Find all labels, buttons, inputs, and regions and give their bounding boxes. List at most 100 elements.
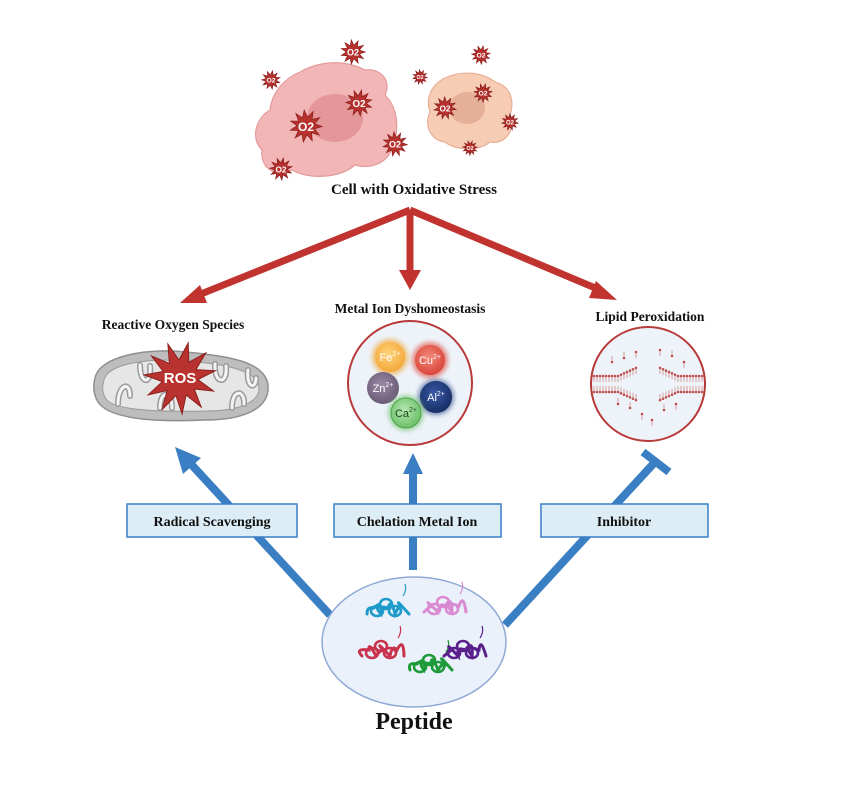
lipid-molecule [688,386,692,394]
lipid-molecule [694,374,698,382]
superoxide-star-icon [470,45,492,66]
superoxide-label: O2 [298,120,314,134]
lipid-molecule [616,386,620,394]
superoxide-label: O2 [275,164,286,174]
lipid-molecule [685,374,689,382]
mechanism-inhibitor-label: Inhibitor [597,515,651,530]
peptide-tail [459,581,464,595]
lipid-molecule [601,386,605,394]
lipid-molecule [697,386,701,394]
lipid-molecule [634,366,638,374]
lipid-molecule [631,392,635,401]
superoxide-star-icon [268,157,294,182]
ion-al: Al2+ [418,379,454,415]
superoxide-label: O2 [352,99,366,110]
cell-stress-title: Cell with Oxidative Stress [331,182,497,198]
lipid-molecule [662,404,666,412]
mechanism-chelation-label: Chelation Metal Ion [357,515,478,530]
peptide-loop [421,653,437,667]
lipid-molecule [634,350,638,358]
peptide-loop [455,639,471,653]
peptide-tail [397,625,402,639]
superoxide-star-icon [411,68,429,86]
peptide-arrows [175,447,672,628]
lipid-molecule [604,374,608,382]
peptide-loop [412,660,428,674]
ion-cu-label: Cu2+ [419,354,441,367]
peptide-loop [426,602,442,616]
peptide-inhibit-bar [640,448,672,476]
superoxide-star-icon [472,83,494,104]
lipid-molecule [631,367,635,376]
lipid-molecule [607,374,611,382]
lipid-molecule [691,386,695,394]
peptide-inhibit-line [502,459,658,628]
lipid-molecule [625,390,629,398]
mitochondrion-illustration: ROS [93,341,269,422]
lipid-molecule [628,369,632,377]
stress-arrow-ros [194,206,412,300]
ion-fe-label: Fe2+ [380,351,401,364]
cell-left-nucleus [307,94,363,142]
lipid-molecule [595,374,599,382]
lipid-molecule [601,374,605,382]
lipid-molecule [676,386,680,394]
mechanism-box-inhibitor: Inhibitor [540,503,709,538]
superoxide-star-icon [461,140,479,157]
superoxide-star-icon [260,69,281,91]
lipid-molecule [622,352,626,360]
superoxide-star-icon [344,88,373,118]
peptide-arrow-chelation-head [403,453,423,474]
lipid-molecule [670,350,674,358]
ion-cu: Cu2+ [412,342,448,378]
cell-right-nucleus [449,92,485,124]
peptide-loop [373,639,389,653]
superoxide-star-icon [432,95,458,120]
peptide-label: Peptide [375,709,453,735]
lipid-molecule [619,387,623,395]
stress-arrow-lipid [408,206,602,294]
superoxide-label: O2 [416,75,423,81]
superoxide-star-icon [289,108,324,144]
ion-fe: Fe2+ [372,339,408,375]
peptide-loop [378,597,394,611]
lipid-membrane [592,348,704,426]
superoxide-label: O2 [389,140,401,150]
lipid-molecule [667,370,671,378]
lipid-molecule [625,370,629,378]
lipid-molecule [613,374,617,382]
lipid-molecule [691,374,695,382]
ion-ca-label: Ca2+ [395,407,417,420]
peptide-arrow-radical-head [175,447,201,474]
lipid-molecule [673,387,677,395]
lipid-molecule [598,374,602,382]
superoxide-label: O2 [347,48,359,58]
lipid-molecule [610,356,614,364]
peptide-loop [435,595,451,609]
lipid-molecule [650,418,654,426]
lipid-molecule [676,374,680,382]
lipid-molecule [697,374,701,382]
peptide-ellipse [321,576,507,708]
peptide-loop [430,660,446,674]
lipid-molecule [694,386,698,394]
peptide-tail [402,583,407,597]
mechanism-radical-label: Radical Scavenging [153,515,270,530]
superoxide-label: O2 [439,103,450,113]
stress-arrow-lipid-head [589,281,617,300]
superoxide-label: O2 [466,146,473,152]
ros-badge: ROS [164,370,197,387]
metal-label: Metal Ion Dyshomeostasis [335,301,486,316]
ion-ca: Ca2+ [388,395,424,431]
stress-arrow-metal-head [399,270,421,290]
lipid-molecule [700,374,704,382]
lipid-molecule [604,386,608,394]
lipid-molecule [658,348,662,356]
lipid-molecule [592,386,596,394]
lipid-molecule [658,394,662,402]
superoxide-star-icon [340,38,367,66]
lipid-molecule [700,386,704,394]
lipid-label: Lipid Peroxidation [596,309,705,324]
